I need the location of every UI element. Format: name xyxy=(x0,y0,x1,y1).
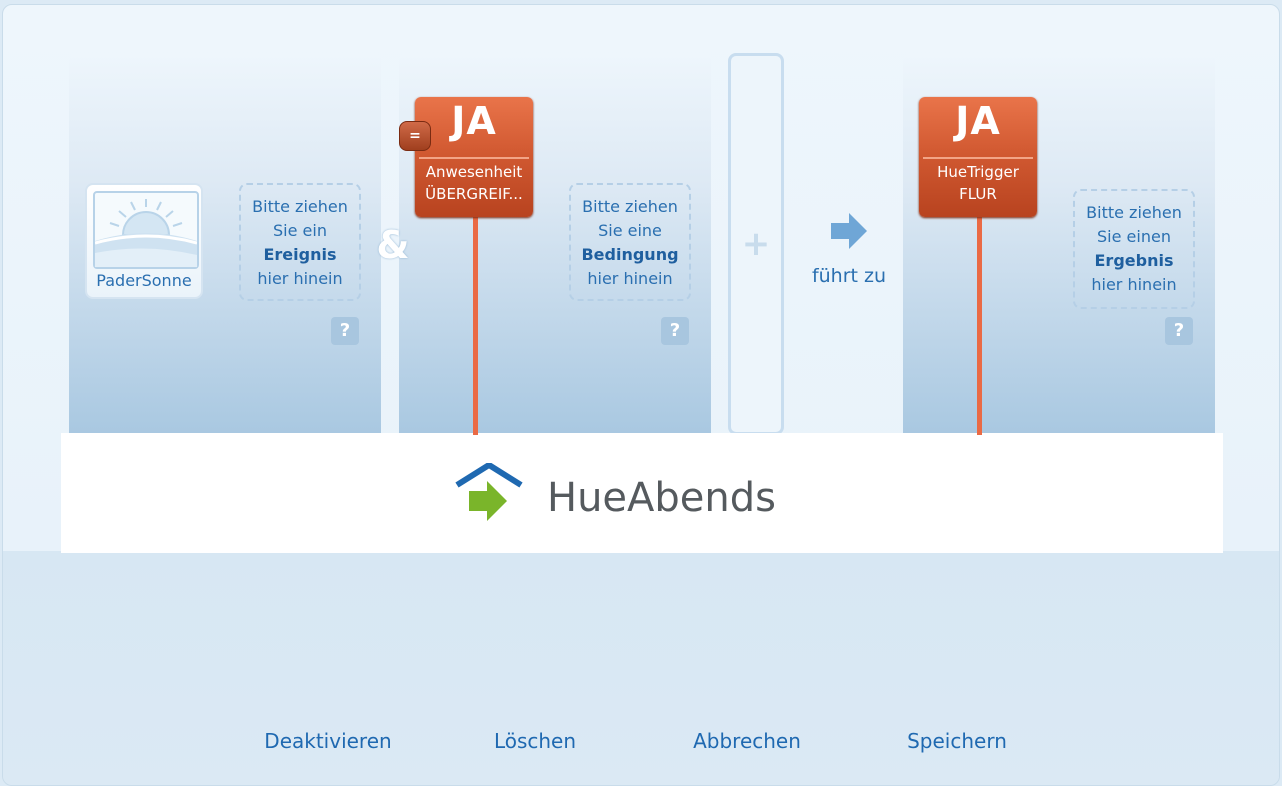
drop-zone-text: Bitte ziehen xyxy=(252,197,348,216)
condition-status: JA xyxy=(451,99,497,143)
title-band xyxy=(61,433,1223,553)
drop-zone-text: hier hinein xyxy=(257,269,343,288)
drop-zone-keyword: Bedingung xyxy=(581,245,679,264)
drop-zone-text: hier hinein xyxy=(587,269,673,288)
result-name: HueTrigger xyxy=(937,163,1019,181)
save-button[interactable]: Speichern xyxy=(907,729,1007,753)
and-connector: & xyxy=(376,223,410,267)
condition-tag[interactable]: JA Anwesenheit ÜBERGREIF... xyxy=(415,97,533,217)
condition-scope: ÜBERGREIF... xyxy=(425,185,523,203)
lower-panel xyxy=(3,551,1279,785)
condition-pole xyxy=(473,215,478,435)
drop-zone-text: Bitte ziehen xyxy=(1086,203,1182,222)
scene-title-text: HueAbends xyxy=(547,475,776,521)
result-pole xyxy=(977,215,982,435)
plus-icon: + xyxy=(741,224,771,264)
tag-divider xyxy=(923,157,1033,159)
condition-drop-zone[interactable]: Bitte ziehen Sie eine Bedingung hier hin… xyxy=(569,183,691,301)
tag-divider xyxy=(419,157,529,159)
home-arrow-icon xyxy=(455,463,523,521)
event-card-padersonne[interactable]: PaderSonne xyxy=(85,183,203,299)
event-drop-zone[interactable]: Bitte ziehen Sie ein Ereignis hier hinei… xyxy=(239,183,361,301)
sun-icon xyxy=(93,191,199,269)
drop-zone-text: Sie ein xyxy=(273,221,327,240)
cancel-button[interactable]: Abbrechen xyxy=(693,729,801,753)
drop-zone-text: Bitte ziehen xyxy=(582,197,678,216)
operator-badge[interactable]: = xyxy=(399,121,431,151)
drop-zone-text: Sie eine xyxy=(598,221,662,240)
event-help-button[interactable]: ? xyxy=(331,317,359,345)
condition-name: Anwesenheit xyxy=(425,163,523,181)
condition-help-button[interactable]: ? xyxy=(661,317,689,345)
add-column-button[interactable]: + xyxy=(728,53,784,435)
result-help-button[interactable]: ? xyxy=(1165,317,1193,345)
delete-button[interactable]: Löschen xyxy=(493,729,577,753)
leads-to-label: führt zu xyxy=(811,265,887,287)
result-drop-zone[interactable]: Bitte ziehen Sie einen Ergebnis hier hin… xyxy=(1073,189,1195,309)
result-tag[interactable]: JA HueTrigger FLUR xyxy=(919,97,1037,217)
result-status: JA xyxy=(955,99,1001,143)
result-scope: FLUR xyxy=(959,185,997,203)
event-card-label: PaderSonne xyxy=(96,271,192,290)
drop-zone-text: hier hinein xyxy=(1091,275,1177,294)
drop-zone-text: Sie einen xyxy=(1097,227,1171,246)
drop-zone-keyword: Ereignis xyxy=(263,245,337,264)
arrow-right-icon xyxy=(831,213,867,249)
drop-zone-keyword: Ergebnis xyxy=(1094,251,1174,270)
deactivate-button[interactable]: Deaktivieren xyxy=(264,729,392,753)
rule-editor-frame: + PaderSonne xyxy=(2,4,1280,786)
